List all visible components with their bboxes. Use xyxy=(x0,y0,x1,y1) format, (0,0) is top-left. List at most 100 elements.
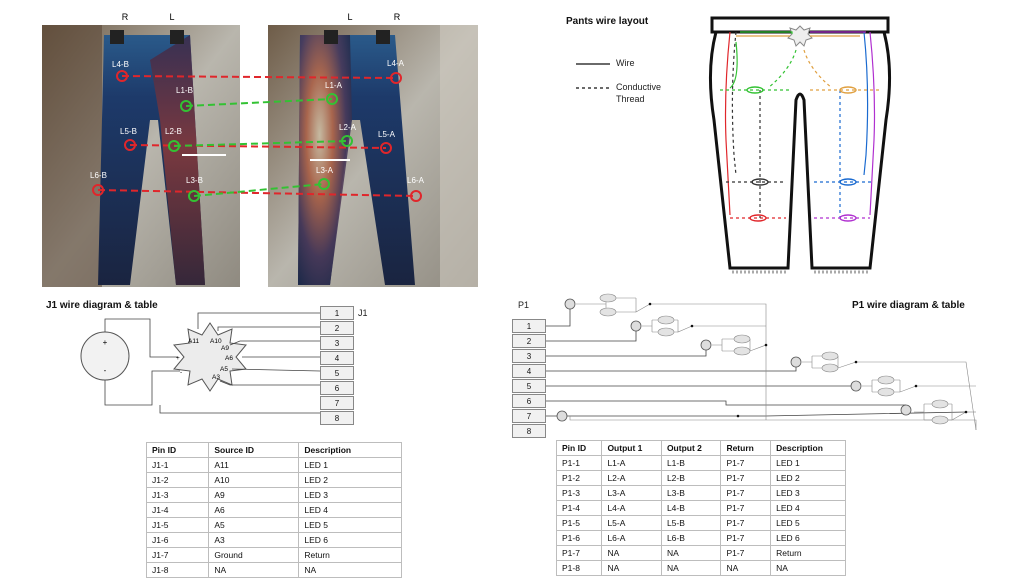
table-cell: LED 6 xyxy=(770,530,846,546)
table-cell: A11 xyxy=(208,457,300,473)
table-cell: Ground xyxy=(208,547,300,563)
table-cell: A6 xyxy=(208,502,300,518)
table-cell: LED 3 xyxy=(770,485,846,501)
j1-connector-label: J1 xyxy=(358,308,368,318)
table-cell: NA xyxy=(601,560,662,576)
resistor-icon xyxy=(790,356,802,368)
resistor-icon xyxy=(900,404,912,416)
p1-wire-diagram xyxy=(546,293,977,431)
table-cell: NA xyxy=(298,562,402,578)
table-cell: L3-A xyxy=(601,485,662,501)
table-header: Output 1 xyxy=(601,440,662,456)
chip-pin-label: A11 xyxy=(188,338,199,345)
table-cell: LED 2 xyxy=(770,470,846,486)
table-cell: Return xyxy=(770,545,846,561)
p1-pin: 1 xyxy=(512,319,546,333)
p1-title: P1 wire diagram & table xyxy=(852,300,965,311)
table-cell: NA xyxy=(720,560,772,576)
connection-lines xyxy=(97,75,417,197)
marker-label: L2-A xyxy=(339,123,357,132)
pants-outline-diagram xyxy=(708,16,892,274)
table-cell: LED 1 xyxy=(770,455,846,471)
led-icon xyxy=(931,415,949,425)
table-cell: J1-8 xyxy=(145,562,210,578)
marker-label: L5-A xyxy=(378,130,396,139)
led-icon xyxy=(746,86,764,94)
table-header: Return xyxy=(720,440,772,456)
marker-l4-a xyxy=(390,72,402,84)
j1-title: J1 wire diagram & table xyxy=(46,300,158,311)
table-cell: LED 4 xyxy=(298,502,402,518)
legend-thread-label: Conductive xyxy=(616,82,662,92)
photo-top-label: R xyxy=(394,12,401,22)
table-cell: P1-2 xyxy=(555,470,603,486)
j1-wire-diagram: + - A11 A10 A9 A6 A5 A3 + - xyxy=(80,312,321,414)
legend-thread-label-2: Thread xyxy=(616,94,645,104)
table-cell: NA xyxy=(660,560,722,576)
resistor-icon xyxy=(700,339,712,351)
p1-pin: 7 xyxy=(512,409,546,423)
led-icon xyxy=(733,346,751,356)
table-cell: LED 5 xyxy=(770,515,846,531)
p1-table: Pin ID Output 1 Output 2 Return Descript… xyxy=(555,440,846,576)
pants-layout-title: Pants wire layout xyxy=(566,16,649,27)
table-cell: J1-1 xyxy=(145,457,210,473)
table-cell: J1-2 xyxy=(145,472,210,488)
chip-pin-label: A6 xyxy=(225,355,233,362)
table-cell: J1-7 xyxy=(145,547,210,563)
table-cell: L2-B xyxy=(660,470,722,486)
led-icon xyxy=(839,178,857,186)
layout-legend xyxy=(576,63,610,89)
chip-pin-label: A3 xyxy=(212,374,220,381)
led-icon xyxy=(749,214,767,222)
resistor-icon xyxy=(850,380,862,392)
table-cell: P1-7 xyxy=(720,545,772,561)
marker-l6-b xyxy=(92,184,104,196)
marker-label: L1-B xyxy=(176,86,193,95)
marker-label: L1-A xyxy=(325,81,343,90)
table-header: Pin ID xyxy=(555,440,603,456)
table-cell: L1-A xyxy=(601,455,662,471)
chip-pin-label: A5 xyxy=(220,366,228,373)
marker-l4-b xyxy=(116,70,128,82)
j1-pin: 4 xyxy=(320,351,354,365)
table-cell: P1-6 xyxy=(555,530,603,546)
resistor-icon xyxy=(630,320,642,332)
table-header: Description xyxy=(770,440,846,456)
led-icon xyxy=(877,387,895,397)
table-cell: LED 1 xyxy=(298,457,402,473)
j1-pin: 8 xyxy=(320,411,354,425)
p1-pin: 3 xyxy=(512,349,546,363)
marker-label: L6-A xyxy=(407,176,425,185)
marker-label: L3-B xyxy=(186,176,203,185)
table-cell: L2-A xyxy=(601,470,662,486)
led-icon xyxy=(931,399,949,409)
connection-line-l5 xyxy=(129,144,387,149)
left-leggings xyxy=(98,30,205,285)
table-header: Description xyxy=(298,442,402,458)
chip-pin-label: A9 xyxy=(221,345,229,352)
table-cell: P1-7 xyxy=(555,545,603,561)
led-icon xyxy=(657,327,675,337)
table-cell: P1-7 xyxy=(720,485,772,501)
led-icon xyxy=(877,375,895,385)
resistor-icon xyxy=(556,410,568,422)
table-cell: A10 xyxy=(208,472,300,488)
resistor-icon xyxy=(564,298,576,310)
table-cell: J1-3 xyxy=(145,487,210,503)
led-icon xyxy=(599,293,617,303)
table-cell: P1-1 xyxy=(555,455,603,471)
table-cell: L5-A xyxy=(601,515,662,531)
j1-pin: 1 xyxy=(320,306,354,320)
table-cell: P1-4 xyxy=(555,500,603,516)
